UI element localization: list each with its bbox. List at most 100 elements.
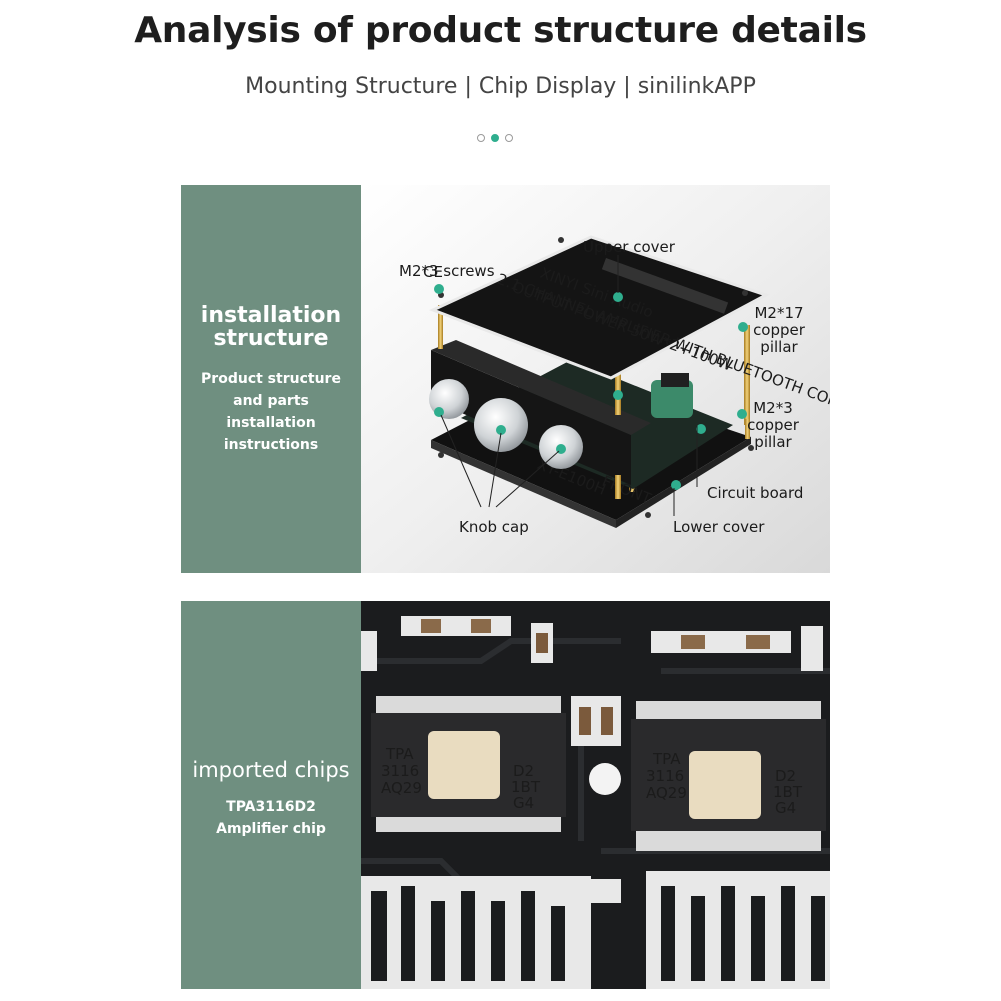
heading-line: structure xyxy=(213,326,329,351)
desc-line: Amplifier chip xyxy=(216,821,326,837)
marker-dot xyxy=(613,292,623,302)
pcb-gap xyxy=(661,886,675,981)
label-m217-line3: pillar xyxy=(760,338,798,356)
label-m217-line1: M2*17 xyxy=(754,304,803,322)
label-knob-cap: Knob cap xyxy=(459,518,529,536)
pcb-gap xyxy=(371,891,387,981)
chip-mark: D2 xyxy=(775,767,796,785)
pager-dot-active[interactable] xyxy=(491,134,499,142)
capacitor xyxy=(651,380,693,418)
label-m23p-line2: copper xyxy=(747,416,800,434)
smd-component xyxy=(681,635,705,649)
smd-pad xyxy=(561,879,621,903)
marker-dot xyxy=(613,390,623,400)
marker-dot xyxy=(696,424,706,434)
installation-description: Product structure and parts installation… xyxy=(181,368,361,456)
chips-heading: imported chips xyxy=(192,758,350,782)
smd-pad xyxy=(361,631,377,671)
pcb-gap xyxy=(751,896,765,981)
marker-dot xyxy=(496,425,506,435)
chips-panel: imported chips TPA3116D2 Amplifier chip xyxy=(181,601,830,989)
pcb-gap xyxy=(461,891,475,981)
label-upper-cover: Upper cover xyxy=(583,238,676,256)
copper-pillar xyxy=(615,355,621,415)
chip-thermal-pad xyxy=(428,731,500,799)
smd-component xyxy=(471,619,491,633)
chip-mark: TPA xyxy=(385,745,414,763)
pcb-gap xyxy=(691,896,705,981)
label-lower-cover: Lower cover xyxy=(673,518,765,536)
chips-description: TPA3116D2 Amplifier chip xyxy=(181,796,361,840)
installation-panel: installation structure Product structure… xyxy=(181,185,830,573)
smd-cluster xyxy=(646,871,830,989)
label-m23p-line3: pillar xyxy=(754,433,792,451)
pager-dot[interactable] xyxy=(477,134,485,142)
chip-mark: AQ29 xyxy=(381,779,422,797)
chip-mark: D2 xyxy=(513,762,534,780)
label-m23-screws: M2*3 screws xyxy=(399,262,495,280)
pcb-gap xyxy=(401,886,415,981)
smd-pad xyxy=(571,696,621,746)
chip-mark: 1BT xyxy=(773,783,803,801)
pager-dot[interactable] xyxy=(505,134,513,142)
pcb-gap xyxy=(811,896,825,981)
marker-dot xyxy=(671,480,681,490)
pcb-gap xyxy=(491,901,505,981)
chip-closeup-image: TPA 3116 AQ29 D2 1BT G4 TPA 3116 AQ29 D2… xyxy=(361,601,830,989)
desc-line: TPA3116D2 xyxy=(226,799,316,815)
installation-heading: installation structure xyxy=(181,304,361,350)
screw xyxy=(438,452,444,458)
copper-pillar xyxy=(438,305,443,349)
page-title: Analysis of product structure details xyxy=(134,10,867,51)
pcb-gap xyxy=(721,886,735,981)
copper-pillar xyxy=(744,325,750,425)
smd-component xyxy=(579,707,591,735)
smd-pad-row xyxy=(401,616,511,636)
terminal-strip xyxy=(601,258,729,314)
copper-pillar xyxy=(615,475,621,499)
front-panel-top xyxy=(431,340,651,435)
marker-dot xyxy=(434,284,444,294)
page-subtitle: Mounting Structure | Chip Display | sini… xyxy=(245,74,756,99)
chip-thermal-pad xyxy=(689,751,761,819)
upper-cover-plate xyxy=(429,235,770,380)
chip-mark: G4 xyxy=(513,794,534,812)
smd-component xyxy=(536,633,548,653)
pcb-gap xyxy=(551,906,565,981)
leader-line xyxy=(488,432,502,508)
pcb-gap xyxy=(781,886,795,981)
chips-side: imported chips TPA3116D2 Amplifier chip xyxy=(181,601,361,989)
heading-line: installation xyxy=(200,303,342,328)
marker-dot xyxy=(738,322,748,332)
label-circuit-board: Circuit board xyxy=(707,484,803,502)
label-m23p-line1: M2*3 xyxy=(753,399,793,417)
chip-mark: TPA xyxy=(652,750,681,768)
leader-line xyxy=(495,450,560,508)
lower-cover-edge xyxy=(616,437,751,528)
screw xyxy=(742,290,748,296)
chip-mark: AQ29 xyxy=(646,784,687,802)
pcb-trace xyxy=(361,638,621,664)
copper-pillar xyxy=(745,419,750,439)
chip-mark: 3116 xyxy=(381,762,419,780)
desc-line: instructions xyxy=(223,437,319,453)
label-m217-line2: copper xyxy=(753,321,806,339)
chip-mark: G4 xyxy=(775,799,796,817)
desc-line: and parts installation xyxy=(226,393,316,431)
lower-cover-edge xyxy=(431,440,616,528)
desc-line: Product structure xyxy=(201,371,341,387)
smd-component xyxy=(421,619,441,633)
smd-pad xyxy=(801,626,823,671)
board-ce-text: CE xyxy=(423,263,443,281)
screw xyxy=(748,445,754,451)
marker-dot xyxy=(434,407,444,417)
amplifier-chip-2: TPA 3116 AQ29 D2 1BT G4 xyxy=(631,701,826,851)
pcb-gap xyxy=(521,891,535,981)
marker-dot xyxy=(737,409,747,419)
screw xyxy=(645,512,651,518)
chip-mark: 3116 xyxy=(646,767,684,785)
smd-component xyxy=(601,707,613,735)
pcb-illustration: TPA 3116 AQ29 D2 1BT G4 TPA 3116 AQ29 D2… xyxy=(361,601,830,989)
chip-mark: 1BT xyxy=(511,778,541,796)
carousel-pager xyxy=(477,134,513,142)
